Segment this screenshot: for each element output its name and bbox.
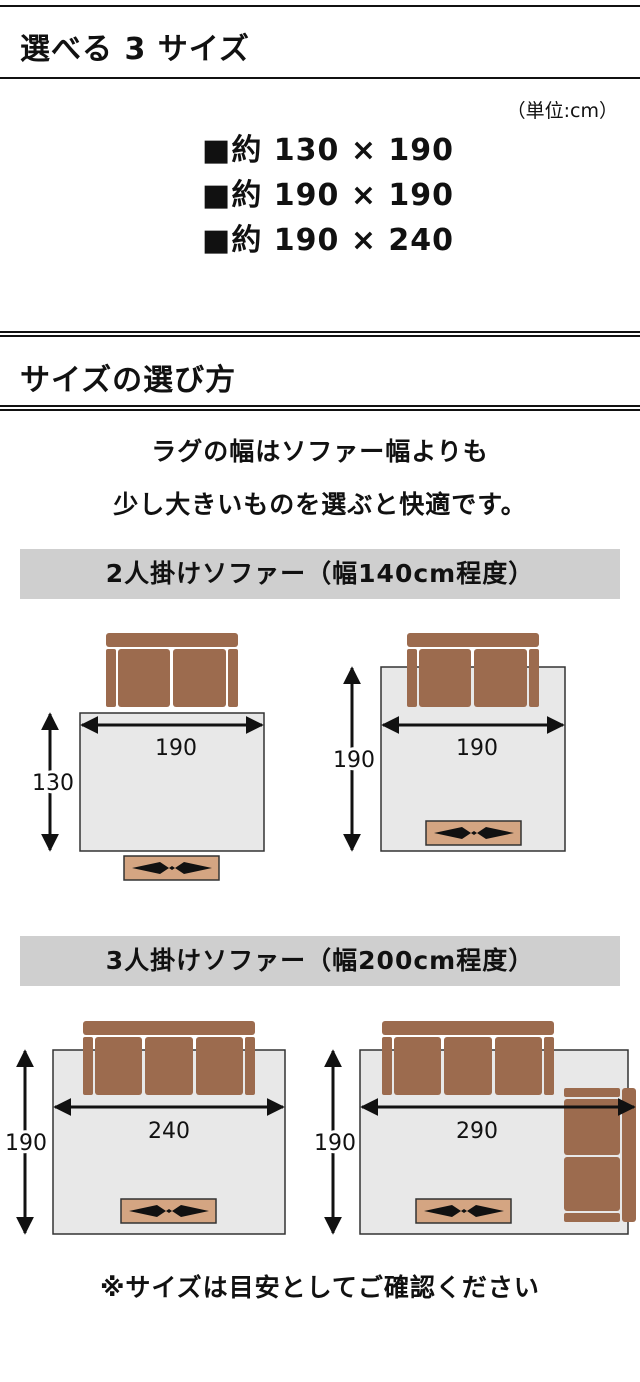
guide-title: サイズの選び方 [20,363,237,398]
width-label: 190 [456,736,498,761]
unit-label: （単位:cm） [506,100,618,122]
sizes-title: 選べる 3 サイズ [20,32,250,67]
width-label: 240 [148,1119,190,1144]
sofa-2seat [106,633,238,707]
sofa-3seat [83,1021,255,1095]
depth-label: 190 [5,1131,47,1156]
size-option: ■約 190 × 240 [202,223,455,258]
depth-label: 190 [314,1131,356,1156]
diagram-290x190: 290 190 [311,1021,636,1235]
depth-label: 130 [32,771,74,796]
table [120,1198,217,1224]
diagram-240x190: 240 190 [2,1021,286,1235]
diagrams-3seat: 240 190 290 190 [2,1021,636,1235]
width-label: 290 [456,1119,498,1144]
table [123,855,220,881]
diagram-190x190: 190 190 [330,633,566,852]
depth-label: 190 [333,748,375,773]
band-3seat: 3人掛けソファー（幅200cm程度） [20,936,620,986]
diagrams-2seat: 190 130 190 190 [29,633,566,881]
size-option: ■約 190 × 190 [202,178,455,213]
guide-lead-1: ラグの幅はソファー幅よりも [151,437,489,466]
band-2seat: 2人掛けソファー（幅140cm程度） [20,549,620,599]
guide-lead-2: 少し大きいものを選ぶと快適です。 [113,490,527,519]
rug [79,712,265,852]
sofa-3seat [382,1021,554,1095]
sofa-2seat [407,633,539,707]
footer-note: ※サイズは目安としてご確認ください [100,1273,540,1302]
size-options: ■約 130 × 190 ■約 190 × 190 ■約 190 × 240 [202,128,454,263]
width-label: 190 [155,736,197,761]
table [425,820,522,846]
diagram-190x130: 190 130 [29,633,265,881]
size-option: ■約 130 × 190 [202,133,455,168]
table [415,1198,512,1224]
